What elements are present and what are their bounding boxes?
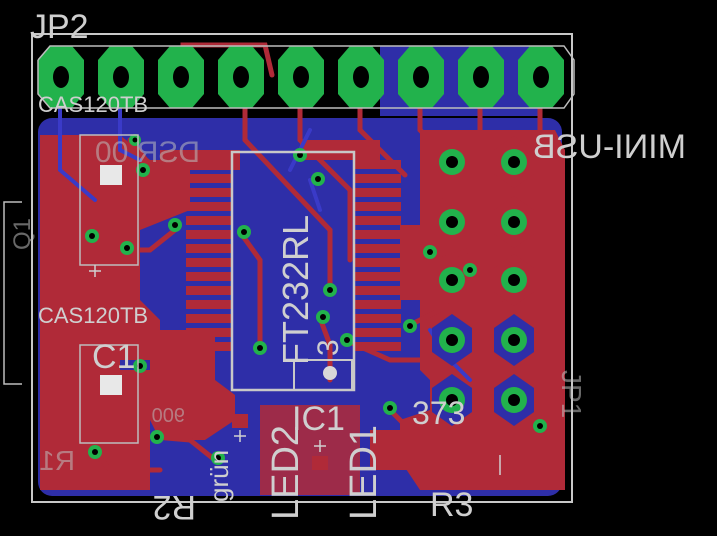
usb-pad [432, 374, 472, 426]
usb-pad [432, 136, 472, 188]
jp2-header-pins [38, 46, 564, 108]
ic-pads [186, 160, 401, 351]
header-pin [278, 46, 324, 108]
via-holes [89, 137, 543, 461]
mirrored-left-label: Q1 [9, 218, 36, 250]
usb-pad [432, 314, 472, 366]
led-right-label: LED1 [343, 425, 385, 520]
ic-pin1-dot [323, 366, 337, 380]
cap-refdes: C1 [92, 338, 135, 376]
header-pin [458, 46, 504, 108]
capacitor-top [79, 134, 139, 266]
usb-pad [494, 374, 534, 426]
cap-top-label: CAS120TB [38, 92, 148, 117]
header-pin [98, 46, 144, 108]
usb-pad [432, 254, 472, 306]
mirrored-small-label: 900 [152, 405, 185, 427]
usb-pad [494, 254, 534, 306]
ic-refdes: IC1 [292, 400, 345, 438]
resistor-value-label: 373 [412, 395, 465, 431]
header-pin [38, 46, 84, 108]
header-silkscreen-outline [37, 45, 575, 109]
left-connector-outline [3, 201, 22, 385]
usb-pad [494, 314, 534, 366]
header-pin [218, 46, 264, 108]
ic-pin-label: 3 [312, 339, 345, 356]
header-pin [398, 46, 444, 108]
usb-pad [432, 196, 472, 248]
cap-bottom-label: CAS120TB [38, 303, 148, 328]
led-left-label: LED2 [265, 425, 307, 520]
mirrored-side-label: JP1 [556, 370, 587, 418]
resistor-left-label: R2 [153, 488, 196, 526]
usb-pad [494, 136, 534, 188]
mirrored-silkscreen: DSR 00 JP1 Q1 R1 900 [9, 136, 587, 476]
capacitor-bottom [79, 344, 139, 444]
header-label: JP2 [30, 8, 89, 46]
connector-label: MINI-USB [533, 128, 686, 166]
usb-pads [432, 136, 534, 426]
usb-pad [494, 196, 534, 248]
resistor-right-label: R3 [430, 486, 473, 524]
ic-pin1-marker [293, 359, 353, 391]
ic-label: FT232RL [275, 215, 316, 365]
header-pin [158, 46, 204, 108]
mirrored-code-top: DSR 00 [95, 136, 200, 169]
mirrored-bottom-label: R1 [39, 445, 75, 476]
silkscreen-marks [89, 265, 501, 475]
header-pin [518, 46, 564, 108]
header-pin [338, 46, 384, 108]
color-label: grün [204, 450, 234, 502]
board-outline [31, 33, 573, 503]
